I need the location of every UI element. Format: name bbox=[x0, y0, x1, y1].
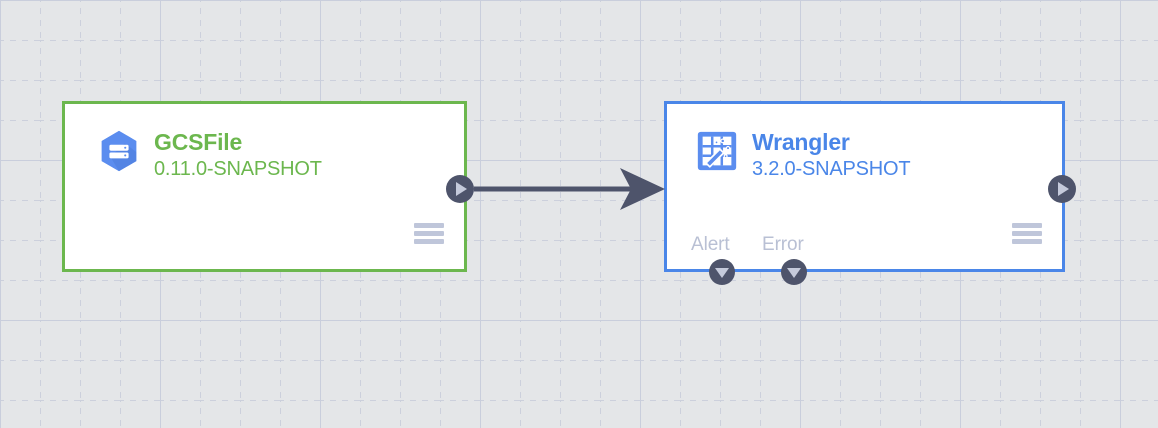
wrangler-magic-wand-grid-icon bbox=[697, 131, 737, 171]
node-wrangler-title: Wrangler bbox=[752, 129, 850, 155]
node-gcsfile[interactable]: GCSFile 0.11.0-SNAPSHOT bbox=[62, 101, 467, 272]
node-wrangler-text: Wrangler 3.2.0-SNAPSHOT bbox=[752, 128, 911, 182]
node-gcsfile-output-port[interactable] bbox=[446, 175, 474, 203]
node-wrangler-version: 3.2.0-SNAPSHOT bbox=[752, 158, 911, 180]
chevron-down-triangle-icon bbox=[787, 268, 801, 278]
menu-bar bbox=[1012, 231, 1042, 236]
node-wrangler-error-label: Error bbox=[762, 234, 804, 255]
menu-bar bbox=[1012, 223, 1042, 228]
menu-bar bbox=[414, 231, 444, 236]
node-wrangler-menu-icon[interactable] bbox=[1012, 223, 1042, 244]
play-triangle-icon bbox=[1058, 182, 1069, 196]
node-wrangler-output-port[interactable] bbox=[1048, 175, 1076, 203]
node-wrangler-alert-port[interactable] bbox=[709, 259, 735, 285]
node-wrangler-header: Wrangler 3.2.0-SNAPSHOT bbox=[694, 128, 911, 182]
chevron-down-triangle-icon bbox=[715, 268, 729, 278]
menu-bar bbox=[1012, 239, 1042, 244]
node-gcsfile-version: 0.11.0-SNAPSHOT bbox=[154, 158, 322, 180]
node-wrangler-alert-label: Alert bbox=[691, 234, 730, 255]
menu-bar bbox=[414, 223, 444, 228]
menu-bar bbox=[414, 239, 444, 244]
node-gcsfile-header: GCSFile 0.11.0-SNAPSHOT bbox=[96, 128, 322, 182]
node-wrangler[interactable]: Wrangler 3.2.0-SNAPSHOT bbox=[664, 101, 1065, 272]
play-triangle-icon bbox=[456, 182, 467, 196]
node-gcsfile-title: GCSFile bbox=[154, 129, 243, 155]
node-wrangler-error-port[interactable] bbox=[781, 259, 807, 285]
node-gcsfile-menu-icon[interactable] bbox=[414, 223, 444, 244]
node-gcsfile-text: GCSFile 0.11.0-SNAPSHOT bbox=[154, 128, 322, 182]
gcs-storage-hexagon-icon bbox=[101, 130, 137, 172]
